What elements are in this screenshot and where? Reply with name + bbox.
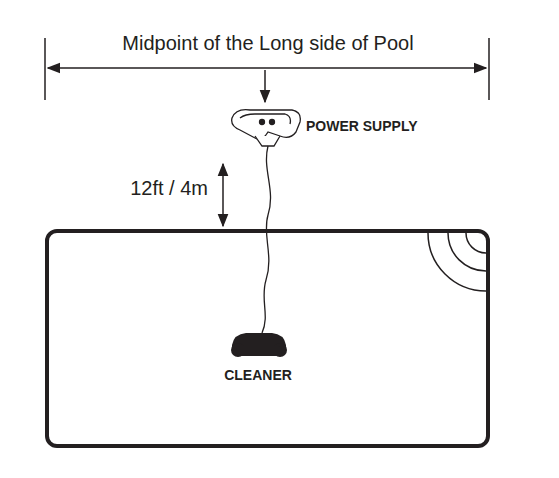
dimension-arrow — [222, 164, 224, 226]
cleaner-icon — [231, 333, 287, 357]
pool-outline — [47, 231, 488, 446]
power-supply-icon — [232, 110, 301, 146]
span-label: Midpoint of the Long side of Pool — [122, 32, 413, 54]
extent-tick — [488, 38, 490, 100]
part-label: POWER SUPPLY — [306, 119, 418, 134]
span-arrow — [48, 67, 486, 69]
power-cable — [262, 146, 271, 333]
dimension-label: 12ft / 4m — [130, 177, 208, 199]
corner-steps — [428, 233, 486, 291]
midpoint-arrow — [264, 70, 266, 102]
extent-tick — [44, 38, 46, 100]
part-label: CLEANER — [224, 368, 292, 383]
